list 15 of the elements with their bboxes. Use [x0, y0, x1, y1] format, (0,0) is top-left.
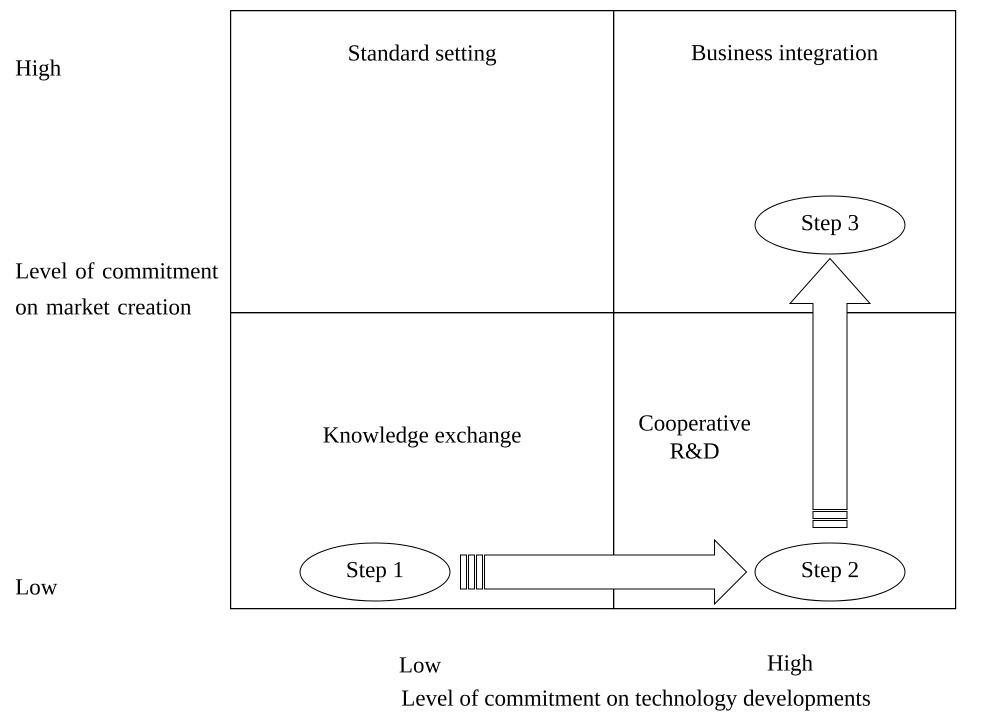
block-arrow — [460, 538, 748, 606]
quadrant-heading: Knowledge exchange — [323, 426, 521, 448]
axis-label: Level of commitment on technology developments — [402, 689, 870, 711]
axis-label: Low — [16, 579, 58, 595]
quadrant-cell — [613, 10, 956, 314]
quadrant-cell — [613, 312, 956, 610]
quadrant-heading: Cooperative R&D — [639, 415, 750, 459]
quadrant-heading: Business integration — [692, 44, 878, 66]
quadrant-cell — [230, 10, 614, 314]
block-arrow — [788, 258, 872, 528]
axis-label: High — [768, 654, 813, 676]
quadrant-cell — [230, 312, 614, 610]
quadrant-heading: Standard setting — [349, 44, 496, 66]
axis-label: Low — [400, 657, 441, 673]
axis-label: High — [16, 60, 61, 80]
